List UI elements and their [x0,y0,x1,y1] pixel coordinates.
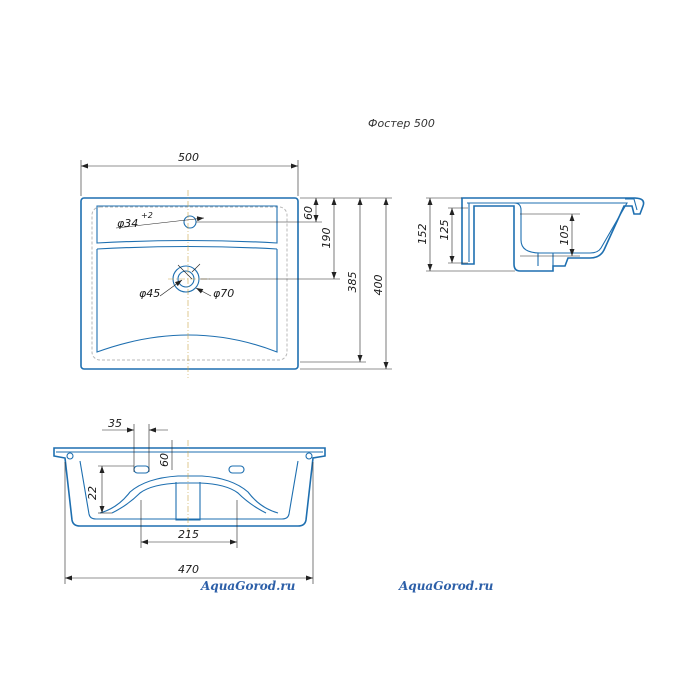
watermark-right: AquaGorod.ru [398,579,494,593]
bowl-curve [99,475,279,514]
dim-152: 152 [416,224,429,245]
overflow-slot-right [228,465,245,474]
basin-inner-rim [91,206,288,361]
basin-section-outline [461,197,645,272]
dim-60-top: 60 [302,206,315,220]
mount-hole-right [305,452,313,460]
watermark-left: AquaGorod.ru [200,579,296,593]
dim-hole-diameter: φ34 [117,217,138,230]
dim-190: 190 [320,228,333,249]
dim-470: 470 [178,563,199,576]
dim-35: 35 [108,417,122,430]
dim-drain-outer: φ70 [213,287,234,300]
basin-outline-front [53,447,326,527]
faucet-hole [183,215,197,229]
overflow-slot-left [133,465,150,474]
dim-22: 22 [86,486,99,500]
front-view: 35 60 22 215 470 [53,417,326,584]
side-view: 152 125 105 [416,197,645,272]
dim-hole-tolerance: +2 [141,211,153,220]
dim-385: 385 [346,272,359,293]
dim-60-front: 60 [158,453,171,467]
drawing-title: Фостер 500 [368,117,435,130]
mount-hole-left [66,452,74,460]
dim-width-500: 500 [178,151,199,164]
top-view: 500 60 190 385 400 φ34 +2 φ45 φ70 [80,151,392,378]
dim-400: 400 [372,275,385,296]
dim-215: 215 [178,528,199,541]
dim-125: 125 [438,220,451,241]
dim-drain-inner: φ45 [139,287,160,300]
bowl-top-edge [96,205,278,244]
basin-outline-top [80,197,299,370]
dim-105: 105 [558,225,571,246]
